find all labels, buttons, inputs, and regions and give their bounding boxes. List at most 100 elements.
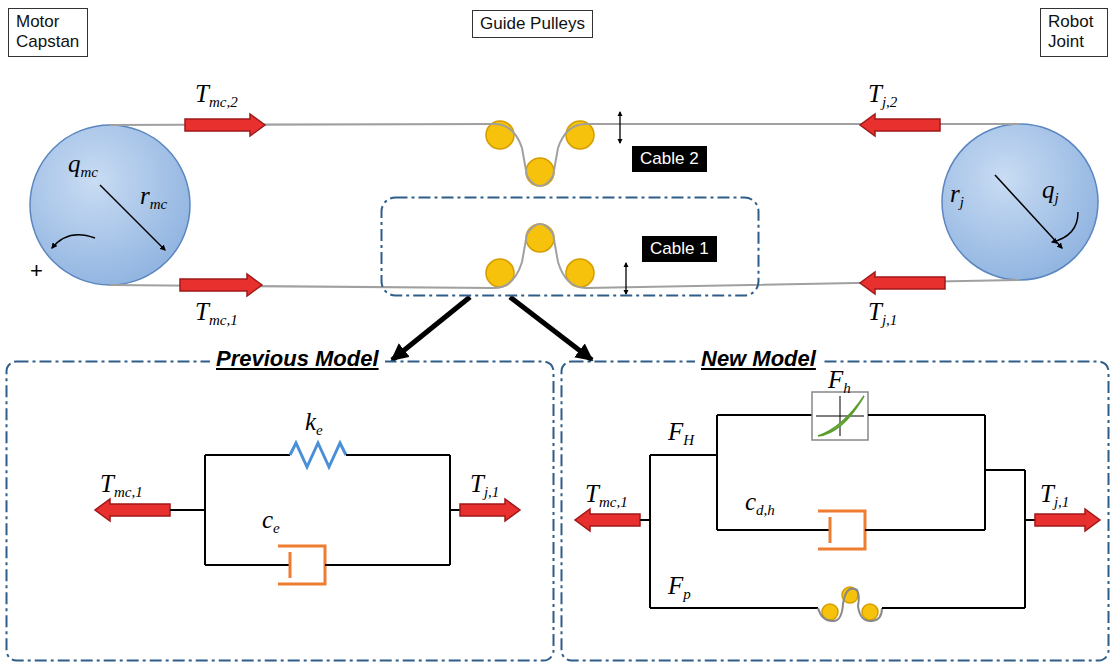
damper-cylinder: [818, 511, 865, 549]
symbol-label: qmc: [68, 150, 98, 181]
math-symbol: Tj,1: [470, 470, 499, 501]
tension-arrow: [575, 509, 640, 531]
wire: [325, 564, 450, 566]
wire: [865, 529, 985, 531]
tension-arrow: [860, 272, 945, 294]
math-symbol: Tmc,1: [585, 480, 628, 511]
cable-tag: Cable 1: [642, 236, 717, 262]
wire: [1025, 519, 1035, 521]
symbol-label: Tj,1: [868, 298, 897, 329]
guide-pulley: [862, 604, 878, 620]
symbol-label: qj: [1042, 176, 1059, 207]
wire: [985, 469, 1025, 471]
model-heading: Previous Model: [210, 346, 385, 372]
wire: [205, 564, 290, 566]
label-box: Robot Joint: [1040, 8, 1108, 57]
symbol-label: cd,h: [745, 488, 775, 519]
radius-arrow: [995, 175, 1062, 248]
box-text: Robot Joint: [1048, 12, 1100, 53]
motor-capstan: [30, 125, 190, 285]
symbol-label: rj: [950, 180, 964, 211]
math-symbol: Tj,2: [868, 80, 897, 111]
symbol-label: Tmc,1: [195, 298, 238, 329]
tension-arrow: [185, 114, 265, 136]
connector-arrow: [392, 297, 470, 360]
math-symbol: ce: [262, 506, 280, 537]
region-box: New Model: [560, 360, 1110, 662]
spring: [290, 443, 346, 467]
box-text: Motor Capstan: [16, 12, 80, 53]
math-symbol: Tmc,1: [195, 298, 238, 329]
label-box: Motor Capstan: [8, 8, 88, 57]
damper-piston: [289, 552, 292, 578]
math-symbol: cd,h: [745, 488, 775, 519]
damper-piston: [829, 517, 832, 543]
symbol-label: rmc: [140, 182, 167, 213]
tension-arrow: [460, 499, 520, 521]
hysteresis-element: [812, 392, 868, 440]
wire: [640, 519, 650, 521]
cable-tag: Cable 2: [632, 146, 707, 172]
box-text: Cable 2: [640, 149, 699, 169]
dash-dot-border: [7, 362, 554, 661]
wire: [205, 454, 290, 456]
wire: [717, 414, 812, 416]
wire: [649, 455, 651, 608]
symbol-label: FH: [668, 418, 694, 449]
tension-arrow: [95, 499, 170, 521]
region-box: Cable 1: [380, 196, 760, 297]
wire: [717, 529, 830, 531]
wire: [170, 509, 205, 511]
symbol-label: Tj,2: [868, 80, 897, 111]
hysteresis-loop: [818, 396, 864, 436]
symbol-label: +: [30, 258, 43, 284]
symbol-label: Tmc,2: [195, 80, 238, 111]
math-symbol: qmc: [68, 150, 98, 181]
joint-pulley: [942, 124, 1098, 280]
math-symbol: Tj,1: [868, 298, 897, 329]
symbol-label: Tj,1: [470, 470, 499, 501]
math-symbol: rj: [950, 180, 964, 211]
math-symbol: Fh: [828, 366, 851, 397]
region-box: Previous Model: [5, 360, 555, 662]
symbol-label: Tmc,1: [585, 480, 628, 511]
wire: [204, 455, 206, 565]
symbol-label: ce: [262, 506, 280, 537]
wire: [346, 454, 450, 456]
symbol-label: ke: [305, 408, 323, 439]
math-symbol: Tmc,1: [100, 470, 143, 501]
wire: [450, 509, 460, 511]
wire: [716, 415, 718, 530]
symbol-label: Tmc,1: [100, 470, 143, 501]
symbol-label: Fh: [828, 366, 851, 397]
axis: [816, 416, 864, 417]
model-heading: New Model: [695, 346, 822, 372]
rotation-arrow: [1052, 212, 1078, 242]
math-symbol: rmc: [140, 182, 167, 213]
wire: [650, 607, 818, 609]
pulley-cable: [818, 589, 882, 621]
math-symbol: qj: [1042, 176, 1059, 207]
tension-arrow: [860, 114, 940, 136]
dash-dot-border: [382, 198, 759, 296]
box-text: Guide Pulleys: [480, 14, 585, 34]
symbol-label: Fp: [668, 572, 691, 603]
wire: [1024, 470, 1026, 608]
connector-arrow: [510, 297, 592, 360]
dash-dot-border: [562, 362, 1109, 661]
math-symbol: Fp: [668, 572, 691, 603]
cable-marker: [625, 263, 626, 294]
tension-arrow: [1035, 509, 1100, 531]
region-outline: [560, 360, 1110, 662]
symbol-label: Tj,1: [1040, 480, 1069, 511]
label-box: Guide Pulleys: [472, 10, 593, 38]
cable: [110, 124, 1020, 186]
wire: [984, 415, 986, 530]
math-symbol: FH: [668, 418, 694, 449]
cable-marker: [619, 112, 620, 143]
math-symbol: ke: [305, 408, 323, 439]
math-symbol: Tj,1: [1040, 480, 1069, 511]
wire: [650, 454, 717, 456]
sign-label: +: [30, 258, 43, 283]
